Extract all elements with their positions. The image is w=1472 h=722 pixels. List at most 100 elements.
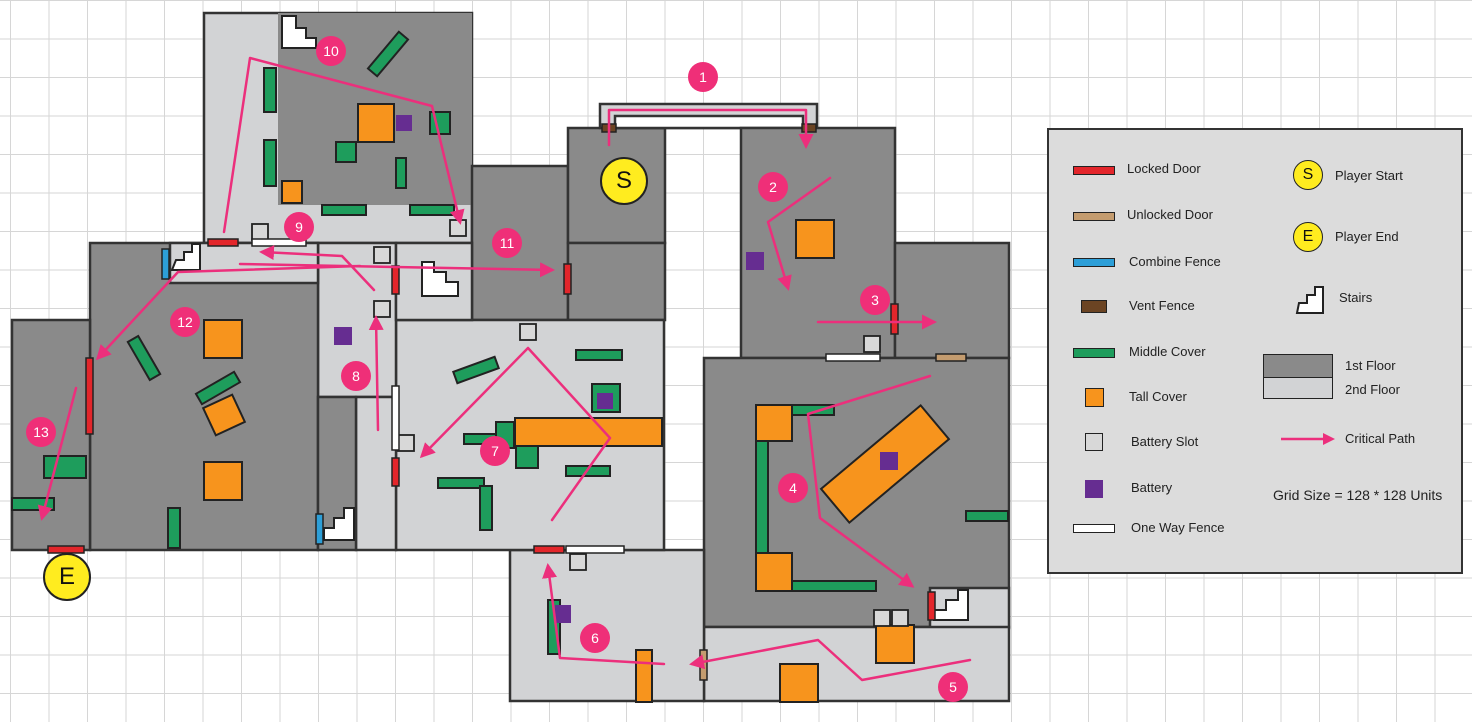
legend-start-icon: S (1293, 160, 1323, 190)
legend-swatch-middle-cover (1073, 348, 1115, 358)
path-step-3: 3 (860, 285, 890, 315)
unlocked-door (699, 649, 708, 681)
battery-slot (863, 335, 881, 353)
battery-slot (873, 609, 891, 627)
battery (396, 115, 412, 131)
tall-cover (779, 663, 819, 703)
path-step-12: 12 (170, 307, 200, 337)
one-way-fence (565, 545, 625, 554)
legend-swatch-floor-2 (1263, 377, 1333, 399)
middle-cover (194, 370, 242, 406)
battery-slot (449, 219, 467, 237)
locked-door (563, 263, 572, 295)
battery (334, 327, 352, 345)
path-segment-2 (766, 176, 832, 291)
map-legend: Locked Door Unlocked Door Combine Fence … (1047, 128, 1463, 574)
legend-label-tall-cover: Tall Cover (1129, 389, 1187, 404)
locked-door (927, 591, 936, 621)
path-segment-13 (37, 386, 78, 521)
player-end-marker: E (43, 553, 91, 601)
legend-label-locked-door: Locked Door (1127, 161, 1201, 176)
path-segment-5 (689, 638, 972, 682)
tall-cover (201, 393, 247, 437)
legend-label-battery-slot: Battery Slot (1131, 434, 1199, 449)
tall-cover (875, 624, 915, 664)
battery-slot (891, 609, 909, 627)
battery-slot (519, 323, 537, 341)
middle-cover (965, 510, 1009, 522)
tall-cover (795, 219, 835, 259)
one-way-fence (251, 238, 307, 247)
tall-cover (281, 180, 303, 204)
room-6 (508, 548, 706, 703)
legend-swatch-one-way-fence (1073, 524, 1115, 533)
path-step-4: 4 (778, 473, 808, 503)
unlocked-door (935, 353, 967, 362)
middle-cover (263, 139, 277, 187)
locked-door (207, 238, 239, 247)
legend-label-player-start: Player Start (1335, 168, 1403, 183)
legend-end-icon: E (1293, 222, 1323, 252)
combine-fence (315, 513, 324, 545)
path-step-9: 9 (284, 212, 314, 242)
middle-cover (126, 334, 162, 382)
tall-cover (755, 404, 793, 442)
battery-slot (373, 246, 391, 264)
path-segment-8 (368, 315, 384, 432)
legend-label-combine-fence: Combine Fence (1129, 254, 1221, 269)
battery-slot (373, 300, 391, 318)
path-segment-7 (419, 346, 612, 522)
middle-cover (791, 580, 877, 592)
middle-cover (321, 204, 367, 216)
stairs-icon (170, 243, 201, 271)
player-start-marker: S (600, 157, 648, 205)
legend-grid-size: Grid Size = 128 * 128 Units (1273, 487, 1443, 503)
stairs-icon (323, 507, 355, 541)
middle-cover (451, 355, 501, 385)
room-4-stair-landing (928, 586, 1011, 630)
legend-swatch-unlocked-door (1073, 212, 1115, 221)
legend-label-player-end: Player End (1335, 229, 1399, 244)
path-step-6: 6 (580, 623, 610, 653)
middle-cover (395, 157, 407, 189)
path-segment-12 (95, 264, 362, 361)
battery (880, 452, 898, 470)
path-segment-1 (607, 108, 814, 149)
battery (555, 605, 571, 623)
stairs-group (170, 15, 969, 621)
legend-label-one-way-fence: One Way Fence (1131, 520, 1225, 535)
room-8-lower (354, 395, 398, 552)
legend-swatch-vent-fence (1081, 300, 1107, 313)
locked-door (890, 303, 899, 335)
room-3 (893, 241, 1011, 360)
bridge-1-gap (613, 114, 805, 130)
path-step-7: 7 (480, 436, 510, 466)
battery-slot-group (251, 219, 909, 627)
locked-door (391, 265, 400, 295)
legend-label-middle-cover: Middle Cover (1129, 344, 1206, 359)
path-step-2: 2 (758, 172, 788, 202)
tall-cover (357, 103, 395, 143)
middle-cover (335, 141, 357, 163)
middle-cover (437, 477, 485, 489)
battery-group (334, 115, 898, 623)
middle-cover (591, 383, 621, 413)
one-way-fence (825, 353, 881, 362)
tall-cover (203, 319, 243, 359)
stairs-icon (933, 589, 969, 621)
battery (746, 252, 764, 270)
legend-label-stairs: Stairs (1339, 290, 1373, 305)
battery-slot (569, 553, 587, 571)
path-segment-11 (238, 262, 555, 278)
tall-cover (514, 417, 663, 447)
legend-label-floor-2: 2nd Floor (1345, 382, 1400, 397)
one-way-fence (391, 385, 400, 451)
path-step-10: 10 (316, 36, 346, 66)
path-segment-9 (259, 245, 376, 292)
path-step-11: 11 (492, 228, 522, 258)
locked-door (85, 357, 94, 435)
path-segment-6 (542, 563, 666, 666)
battery-slot (397, 434, 415, 452)
path-step-8: 8 (341, 361, 371, 391)
